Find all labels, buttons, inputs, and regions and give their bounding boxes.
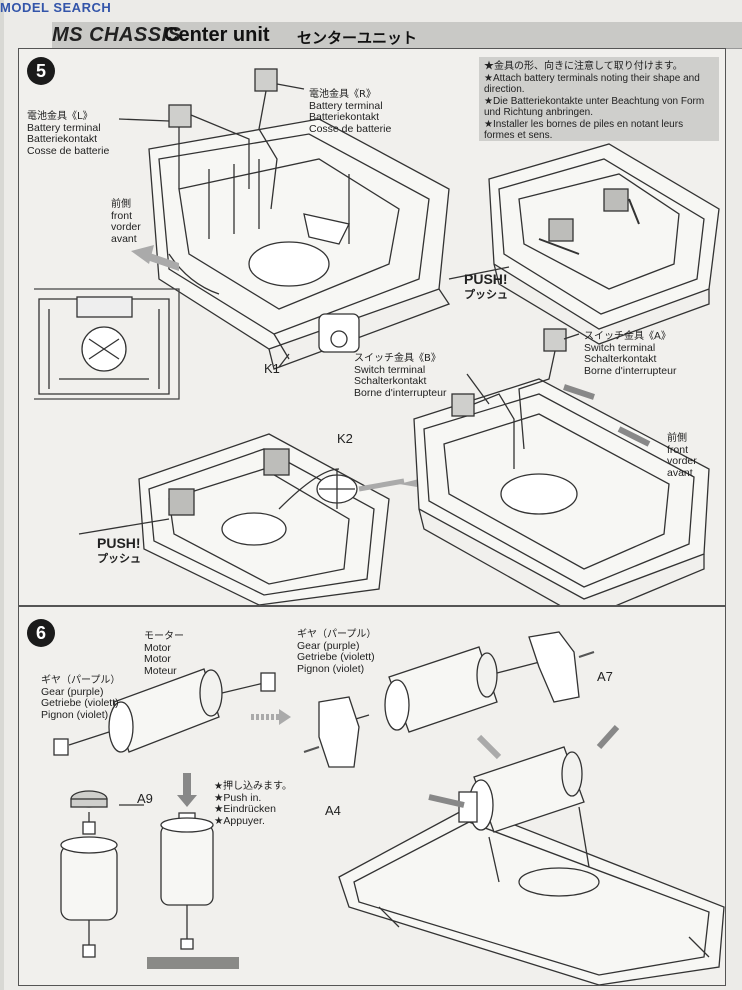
switch-terminal-b-label: スイッチ金具《B》 Switch terminal Schalterkontak…	[354, 353, 447, 399]
step-5-illustration	[34, 68, 720, 605]
battery-terminal-r-label: 電池金具《R》 Battery terminal Batteriekontakt…	[309, 89, 392, 135]
part-a4: A4	[325, 803, 341, 818]
push-in-instruction: ★押し込みます。 ★Push in. ★Eindrücken ★Appuyer.	[214, 781, 292, 827]
note-line: ★Die Batteriekontakte unter Beachtung vo…	[484, 95, 705, 119]
step-5-panel: 5 ★金具の形、向きに注意して取り付けます。 ★Attach battery t…	[18, 48, 726, 606]
switch-terminal-a-label: スイッチ金具《A》 Switch terminal Schalterkontak…	[584, 331, 677, 377]
part-a9: A9	[137, 791, 153, 806]
section-header: MS CHASSIS Center unit センターユニット	[52, 22, 742, 49]
part-k1: K1	[264, 361, 280, 376]
watermark: MODEL SEARCH	[0, 0, 112, 15]
front-direction-label: 前側 front vorder avant	[111, 199, 141, 245]
note-line: ★Installer les bornes de piles en notant…	[484, 118, 684, 142]
chassis-model: MS CHASSIS	[52, 24, 182, 46]
front-direction-label-2: 前側 front vorder avant	[667, 433, 697, 479]
step-6-panel: 6 モーター Motor Motor Moteur ギヤ（パープル） Gear …	[18, 606, 726, 986]
scan-edge	[0, 0, 4, 990]
push-label-2: PUSH! プッシュ	[97, 535, 141, 565]
step-number: 5	[27, 57, 55, 85]
step-number: 6	[27, 619, 55, 647]
section-title: Center unit	[164, 24, 270, 46]
push-label: PUSH! プッシュ	[464, 271, 508, 301]
gear-purple-label-left: ギヤ（パープル） Gear (purple) Getriebe (violett…	[41, 675, 121, 721]
section-title-jp: センターユニット	[297, 29, 418, 47]
attach-note: ★金具の形、向きに注意して取り付けます。 ★Attach battery ter…	[479, 57, 719, 141]
motor-label: モーター Motor Motor Moteur	[144, 631, 184, 677]
step-6-illustration	[53, 631, 725, 985]
part-k2: K2	[337, 431, 353, 446]
gear-purple-label-right: ギヤ（パープル） Gear (purple) Getriebe (violett…	[297, 629, 377, 675]
watermark-brand: SEARCH	[53, 0, 112, 15]
note-line: ★金具の形、向きに注意して取り付けます。	[484, 61, 683, 72]
note-line: ★Attach battery terminals noting their s…	[484, 72, 700, 96]
battery-terminal-l-label: 電池金具《L》 Battery terminal Batteriekontakt…	[27, 111, 110, 157]
part-a7: A7	[597, 669, 613, 684]
